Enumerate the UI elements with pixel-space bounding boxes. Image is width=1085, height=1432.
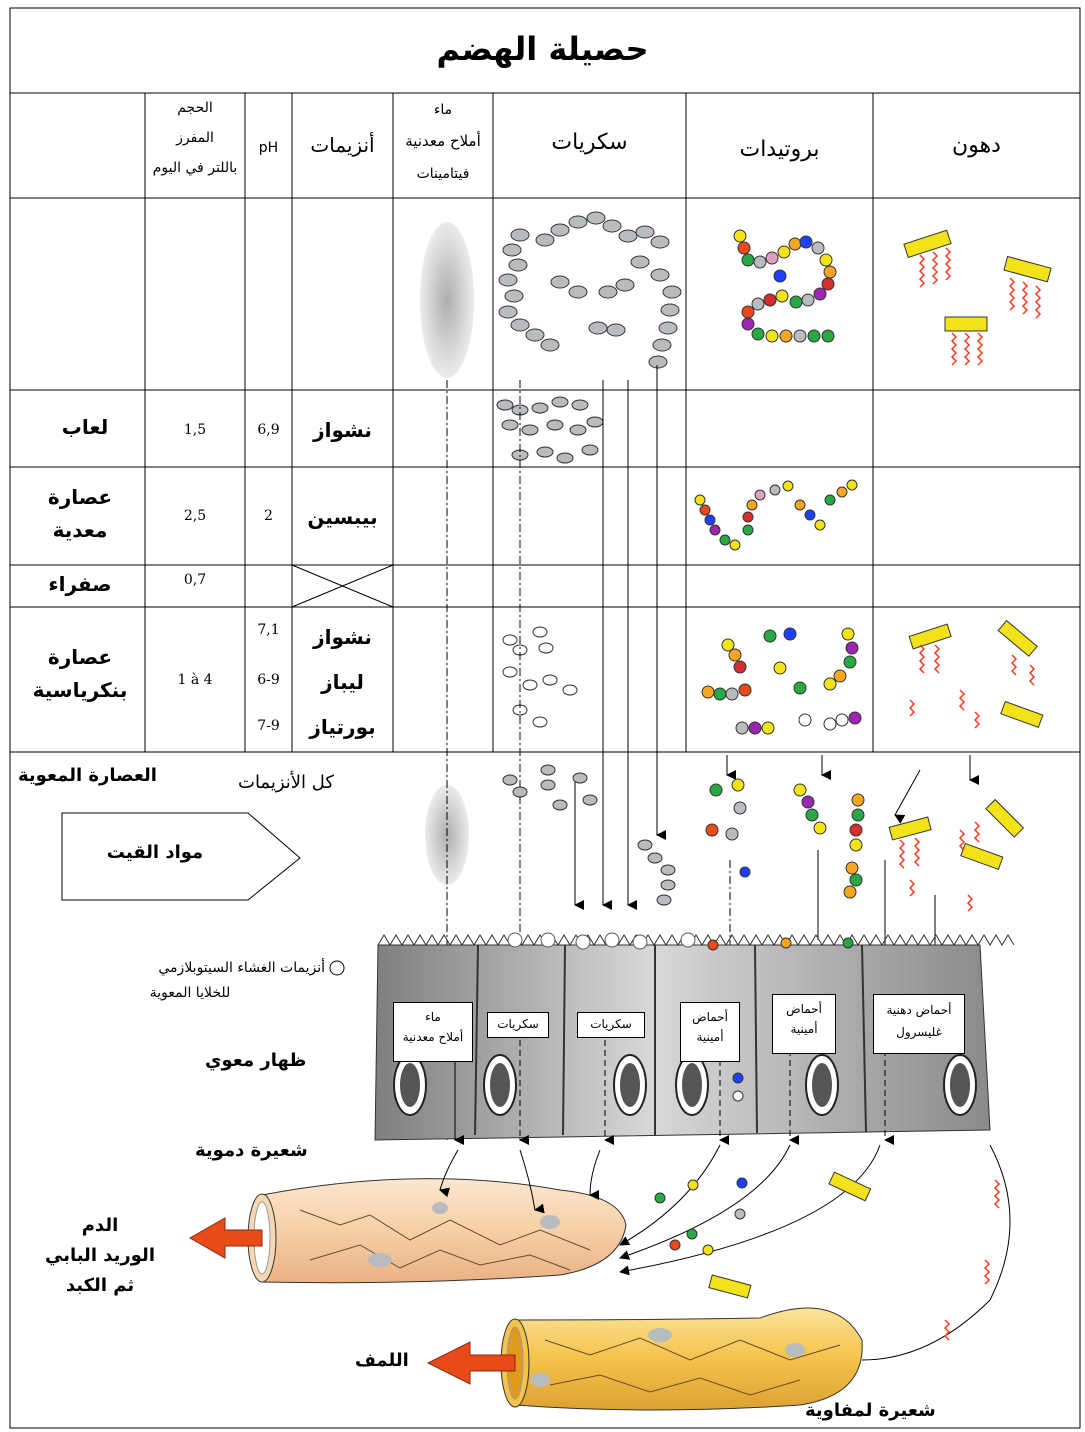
minerals-blob [420, 222, 474, 378]
cell-box-amino-1-line2: أمينية [696, 1030, 724, 1044]
cell-box-minerals-line2: أملاح معدنية [402, 1030, 464, 1044]
header-minerals-line3: فيتامينات [416, 166, 470, 182]
label-all-enzymes: كل الأنزيمات [238, 772, 334, 793]
row-gastric-name-1: عصارة [47, 485, 113, 509]
row-bile-volume: 0,7 [183, 572, 207, 588]
starch-molecule [498, 211, 682, 369]
cell-box-minerals: ماء أملاح معدنية [393, 1002, 473, 1062]
cell-box-amino-2-line1: أحماض [786, 1002, 822, 1016]
row-bile-name: صفراء [48, 572, 112, 596]
cell-box-fatty-acids-line2: غليسرول [896, 1025, 942, 1039]
peptides-gastric [694, 479, 858, 551]
cell-box-fatty-acids-line1: أحماض دهنية [886, 1003, 952, 1017]
label-blood-1: الدم [81, 1215, 119, 1236]
protein-molecule [733, 229, 837, 343]
fats-lower [888, 798, 1025, 912]
header-volume-line3: باللتر في اليوم [152, 160, 238, 176]
absorbed-molecules [654, 1171, 872, 1299]
cell-box-amino-2: أحماض أمينية [772, 994, 836, 1054]
header-proteins: بروتيدات [739, 137, 820, 162]
cell-box-sugars-1: سكريات [487, 1012, 549, 1038]
row-pancreatic-ph-3: 7-9 [257, 718, 280, 734]
header-volume-line2: المفرز [176, 130, 214, 146]
header-minerals-line2: أملاح معدنية [405, 132, 481, 150]
cell-box-sugars-1-label: سكريات [497, 1017, 539, 1031]
header-sugars: سكريات [551, 130, 628, 155]
label-epithelium: ظهار معوي [205, 1050, 307, 1071]
label-blood-3: ثم الكبد [65, 1275, 135, 1296]
cell-box-amino-1-line1: أحماض [692, 1010, 728, 1024]
row-pancreatic-enzyme-2: ليباز [321, 670, 364, 694]
label-chyme: مواد القيت [106, 842, 204, 863]
membrane-enzyme-legend-icon [329, 960, 345, 976]
blood-arrow [188, 1217, 263, 1259]
lymph-arrow [426, 1341, 516, 1385]
header-enzymes: أنزيمات [310, 133, 375, 157]
amino-acids-lower [705, 778, 865, 899]
cell-box-sugars-2-label: سكريات [590, 1017, 632, 1031]
row-pancreatic-name-2: بنكرياسية [32, 678, 128, 702]
lymph-fat-chains [943, 1179, 1001, 1341]
page-title: حصيلة الهضم [436, 30, 649, 68]
header-fats: دهون [952, 133, 1001, 158]
maltose-saliva [496, 396, 604, 464]
label-lymph-capillary: شعيرة لمفاوية [805, 1400, 936, 1421]
chyme-arrow-shape [61, 812, 301, 901]
label-intestinal-juice: العصارة المعوية [18, 765, 157, 786]
cell-box-amino-2-line2: أمينية [790, 1022, 818, 1036]
row-gastric-enzyme: بيبسين [307, 505, 378, 529]
row-gastric-name-2: معدية [52, 518, 108, 542]
row-gastric-volume: 2,5 [183, 508, 207, 524]
row-saliva-ph: 6,9 [257, 422, 280, 438]
row-saliva-name: لعاب [61, 415, 109, 439]
header-volume-line1: الحجم [177, 100, 213, 116]
row-pancreatic-ph-2: 6-9 [257, 672, 280, 688]
label-lymph: اللمف [355, 1350, 409, 1371]
label-membrane-enzymes-1: أنزيمات الغشاء السيتوبلازمي [158, 960, 325, 976]
cell-inner-arrows [454, 1040, 894, 1145]
row-pancreatic-name-1: عصارة [47, 645, 113, 669]
cell-box-minerals-line1: ماء [425, 1010, 441, 1024]
absorption-arrows [439, 1144, 1011, 1361]
row-pancreatic-volume: 1 à 4 [177, 672, 213, 688]
lower-sugars [502, 764, 676, 906]
cell-box-fatty-acids: أحماض دهنية غليسرول [873, 994, 965, 1054]
lymph-capillary-shape [500, 1307, 863, 1411]
sugars-pancreatic [502, 626, 578, 728]
blood-capillary-shape [247, 1178, 627, 1284]
table-grid [9, 7, 1081, 1429]
peptides-pancreatic [701, 627, 862, 735]
fat-molecules [903, 229, 1052, 366]
row-saliva-volume: 1,5 [183, 422, 207, 438]
row-pancreatic-enzyme-3: بورتياز [309, 715, 376, 739]
cell-box-amino-1: أحماض أمينية [680, 1002, 740, 1062]
label-blood-capillary: شعيرة دموية [195, 1140, 308, 1161]
label-membrane-enzymes-2: للخلايا المعوية [149, 985, 231, 1001]
row-saliva-enzyme: نشواز [313, 418, 372, 442]
label-blood-2: الوريد البابي [44, 1245, 155, 1266]
header-ph: pH [258, 140, 279, 156]
cell-box-sugars-2: سكريات [577, 1012, 645, 1038]
flow-lines [446, 365, 979, 1140]
row-pancreatic-enzyme-1: نشواز [313, 625, 372, 649]
header-minerals-line1: ماء [433, 102, 453, 118]
row-gastric-ph: 2 [264, 508, 273, 524]
fats-pancreatic [908, 619, 1044, 729]
row-pancreatic-ph-1: 7,1 [257, 622, 280, 638]
